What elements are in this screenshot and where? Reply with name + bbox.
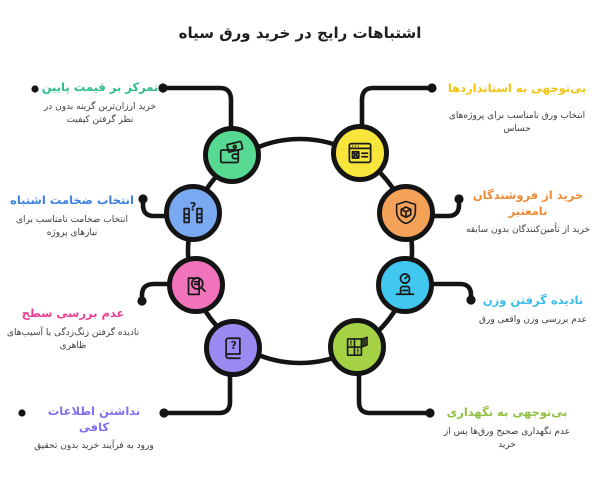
callout-ignore-weight: نادیده گرفتن وزن عدم بررسی وزن واقعی ورق bbox=[468, 293, 598, 327]
callout-title: تمرکز بر قیمت پایین bbox=[41, 80, 159, 94]
connector-mid-right bbox=[432, 199, 462, 219]
callout-description: خرید از تأمین‌کنندگان بدون سابقه bbox=[465, 225, 591, 236]
svg-text:?: ? bbox=[231, 339, 237, 352]
webpage-certificate-icon bbox=[345, 138, 375, 168]
svg-text:?: ? bbox=[190, 201, 197, 214]
callout-description: عدم نگهداری صحیح ورق‌ها پس از خرید bbox=[443, 426, 571, 451]
endpoint-dot bbox=[159, 408, 169, 418]
connector-lower-right bbox=[431, 281, 474, 300]
callout-untrusted-sellers: خرید از فروشندگان نامعتبر خرید از تأمین‌… bbox=[458, 188, 598, 238]
ring bbox=[185, 136, 415, 366]
node-no-surface-check bbox=[167, 256, 225, 314]
callout-description: انتخاب ورق نامناسب برای پروژه‌های حساس bbox=[448, 110, 586, 135]
callout-title: بی‌توجهی به نگهداری bbox=[446, 405, 568, 419]
bullet-dot bbox=[31, 85, 39, 93]
callout-title: نداشتن اطلاعات کافی bbox=[47, 404, 141, 434]
callout-description: عدم بررسی وزن واقعی ورق bbox=[479, 314, 587, 325]
shield-package-icon bbox=[391, 198, 421, 228]
node-ignore-standards bbox=[331, 124, 389, 182]
wallet-money-icon bbox=[217, 140, 247, 170]
callout-no-surface-check: عدم بررسی سطح نادیده گرفتن زنگ‌زدگی یا آ… bbox=[2, 306, 144, 354]
connector-mid-left bbox=[140, 199, 170, 219]
callout-wrong-thickness: انتخاب ضخامت اشتباه انتخاب ضخامت نامناسب… bbox=[2, 193, 142, 241]
book-question-icon: ? bbox=[218, 333, 248, 363]
callout-title: نادیده گرفتن وزن bbox=[482, 293, 584, 307]
connector-bottom-right bbox=[356, 367, 429, 416]
storage-warning-icon: ! ! bbox=[342, 332, 372, 362]
callout-title: بی‌توجهی به استانداردها bbox=[447, 81, 587, 95]
endpoint-dot bbox=[158, 83, 168, 93]
document-magnifier-icon bbox=[181, 270, 211, 300]
callout-focus-low-price: تمرکز بر قیمت پایین خرید ارزان‌ترین گزین… bbox=[38, 80, 162, 128]
callout-description: خرید ارزان‌ترین گزینه بدون در نظر گرفتن … bbox=[43, 101, 157, 126]
callout-description: انتخاب ضخامت نامناسب برای نیازهای پروژه bbox=[15, 214, 129, 239]
connector-bottom-left bbox=[165, 368, 233, 416]
endpoint-dot bbox=[427, 83, 437, 93]
svg-text:!: ! bbox=[349, 339, 352, 347]
connector-lower-left bbox=[139, 281, 170, 300]
node-ignore-storage: ! ! bbox=[328, 318, 386, 376]
thickness-question-icon: ? bbox=[178, 198, 208, 228]
callout-description: ورود به فرآیند خرید بدون تحقیق bbox=[34, 441, 154, 452]
connector-top-right bbox=[359, 85, 431, 142]
node-ignore-weight bbox=[376, 256, 434, 314]
callout-ignore-standards: بی‌توجهی به استانداردها انتخاب ورق نامنا… bbox=[436, 81, 598, 137]
endpoint-dot bbox=[454, 194, 464, 204]
node-untrusted-sellers bbox=[377, 184, 435, 242]
connector-top-left bbox=[164, 85, 234, 144]
node-no-info: ? bbox=[204, 319, 262, 377]
page-title: اشتباهات رایج در خرید ورق سیاه bbox=[178, 24, 422, 42]
node-focus-low-price bbox=[203, 126, 261, 184]
node-wrong-thickness: ? bbox=[164, 184, 222, 242]
bullet-dot bbox=[18, 409, 26, 417]
callout-no-info: نداشتن اطلاعات کافی ورود به فرآیند خرید … bbox=[32, 404, 156, 454]
svg-text:!: ! bbox=[356, 347, 359, 355]
callout-title: خرید از فروشندگان نامعتبر bbox=[472, 188, 584, 218]
endpoint-dot bbox=[138, 194, 148, 204]
callout-description: نادیده گرفتن زنگ‌زدگی یا آسیب‌های ظاهری bbox=[6, 327, 140, 352]
endpoint-dot bbox=[466, 295, 476, 305]
endpoint-dot bbox=[425, 408, 435, 418]
callout-title: عدم بررسی سطح bbox=[21, 306, 125, 320]
callout-title: انتخاب ضخامت اشتباه bbox=[10, 193, 134, 207]
callout-ignore-storage: بی‌توجهی به نگهداری عدم نگهداری صحیح ورق… bbox=[440, 405, 574, 453]
endpoint-dot bbox=[137, 296, 147, 306]
weight-scale-icon bbox=[390, 270, 420, 300]
